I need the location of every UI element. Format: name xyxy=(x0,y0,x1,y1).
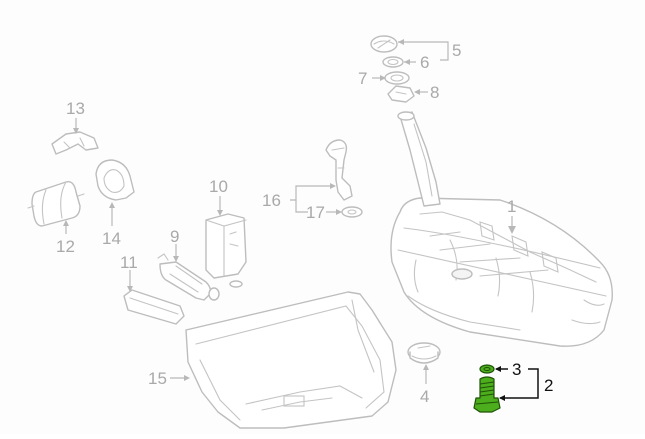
callout-3[interactable]: 3 xyxy=(512,360,521,379)
callout-1[interactable]: 1 xyxy=(507,197,516,216)
part-drain-cap[interactable] xyxy=(407,342,441,364)
part-filler-cap[interactable] xyxy=(370,35,398,53)
part-drain-washer[interactable] xyxy=(479,364,495,374)
callout-8[interactable]: 8 xyxy=(430,83,439,102)
part-cap-seal[interactable] xyxy=(382,56,404,68)
callout-6[interactable]: 6 xyxy=(420,53,429,72)
part-pump-housing[interactable] xyxy=(205,213,247,288)
callout-16[interactable]: 16 xyxy=(262,191,281,210)
part-fuel-pump[interactable] xyxy=(157,253,220,301)
callout-11[interactable]: 11 xyxy=(120,253,138,272)
callout-9[interactable]: 9 xyxy=(170,227,179,246)
callout-labels: 1 2 3 4 5 6 7 8 9 10 11 12 13 14 15 16 1… xyxy=(56,41,553,406)
callout-10[interactable]: 10 xyxy=(209,177,228,196)
callout-12[interactable]: 12 xyxy=(56,237,75,256)
part-drain-plug[interactable] xyxy=(473,376,501,413)
part-fuel-tank[interactable] xyxy=(390,197,613,347)
part-filler-ring[interactable] xyxy=(384,71,410,85)
part-fuel-sender[interactable] xyxy=(325,139,353,201)
leader-arrowheads xyxy=(63,39,516,401)
callout-15[interactable]: 15 xyxy=(148,369,167,388)
part-bracket[interactable] xyxy=(51,131,99,155)
part-sender-seal[interactable] xyxy=(341,206,363,218)
part-filler-flange[interactable] xyxy=(387,85,415,103)
part-fuel-filter[interactable] xyxy=(27,181,85,227)
callout-17[interactable]: 17 xyxy=(306,203,325,222)
callout-14[interactable]: 14 xyxy=(102,229,121,248)
callout-13[interactable]: 13 xyxy=(66,99,85,118)
part-filter-clamp[interactable] xyxy=(95,159,135,201)
callout-4[interactable]: 4 xyxy=(420,387,429,406)
part-filler-neck xyxy=(397,111,441,207)
part-skid-pan[interactable] xyxy=(185,291,397,429)
part-pump-cover[interactable] xyxy=(123,289,185,325)
callout-2[interactable]: 2 xyxy=(544,376,553,395)
callout-7[interactable]: 7 xyxy=(358,69,367,88)
callout-5[interactable]: 5 xyxy=(452,41,461,60)
